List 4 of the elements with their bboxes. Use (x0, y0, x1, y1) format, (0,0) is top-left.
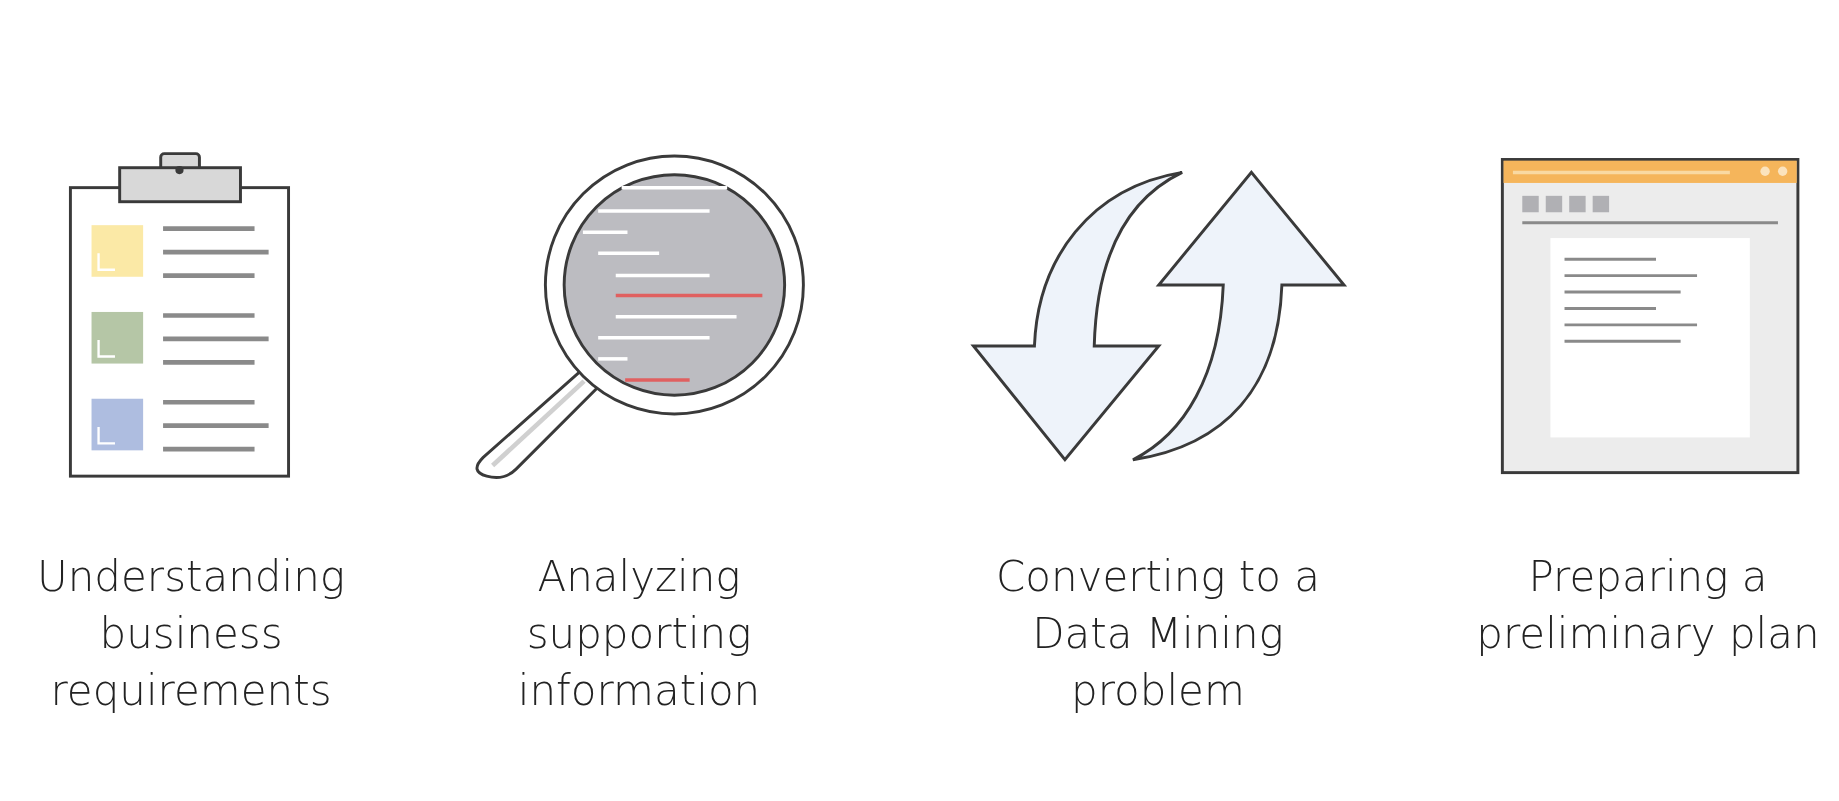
step-caption: Converting to a Data Mining problem (994, 551, 1322, 717)
step-caption: Analyzing supporting information (516, 551, 762, 717)
step-caption: Understanding business requirements (36, 551, 346, 717)
step-caption: Preparing a preliminary plan (1475, 551, 1821, 660)
